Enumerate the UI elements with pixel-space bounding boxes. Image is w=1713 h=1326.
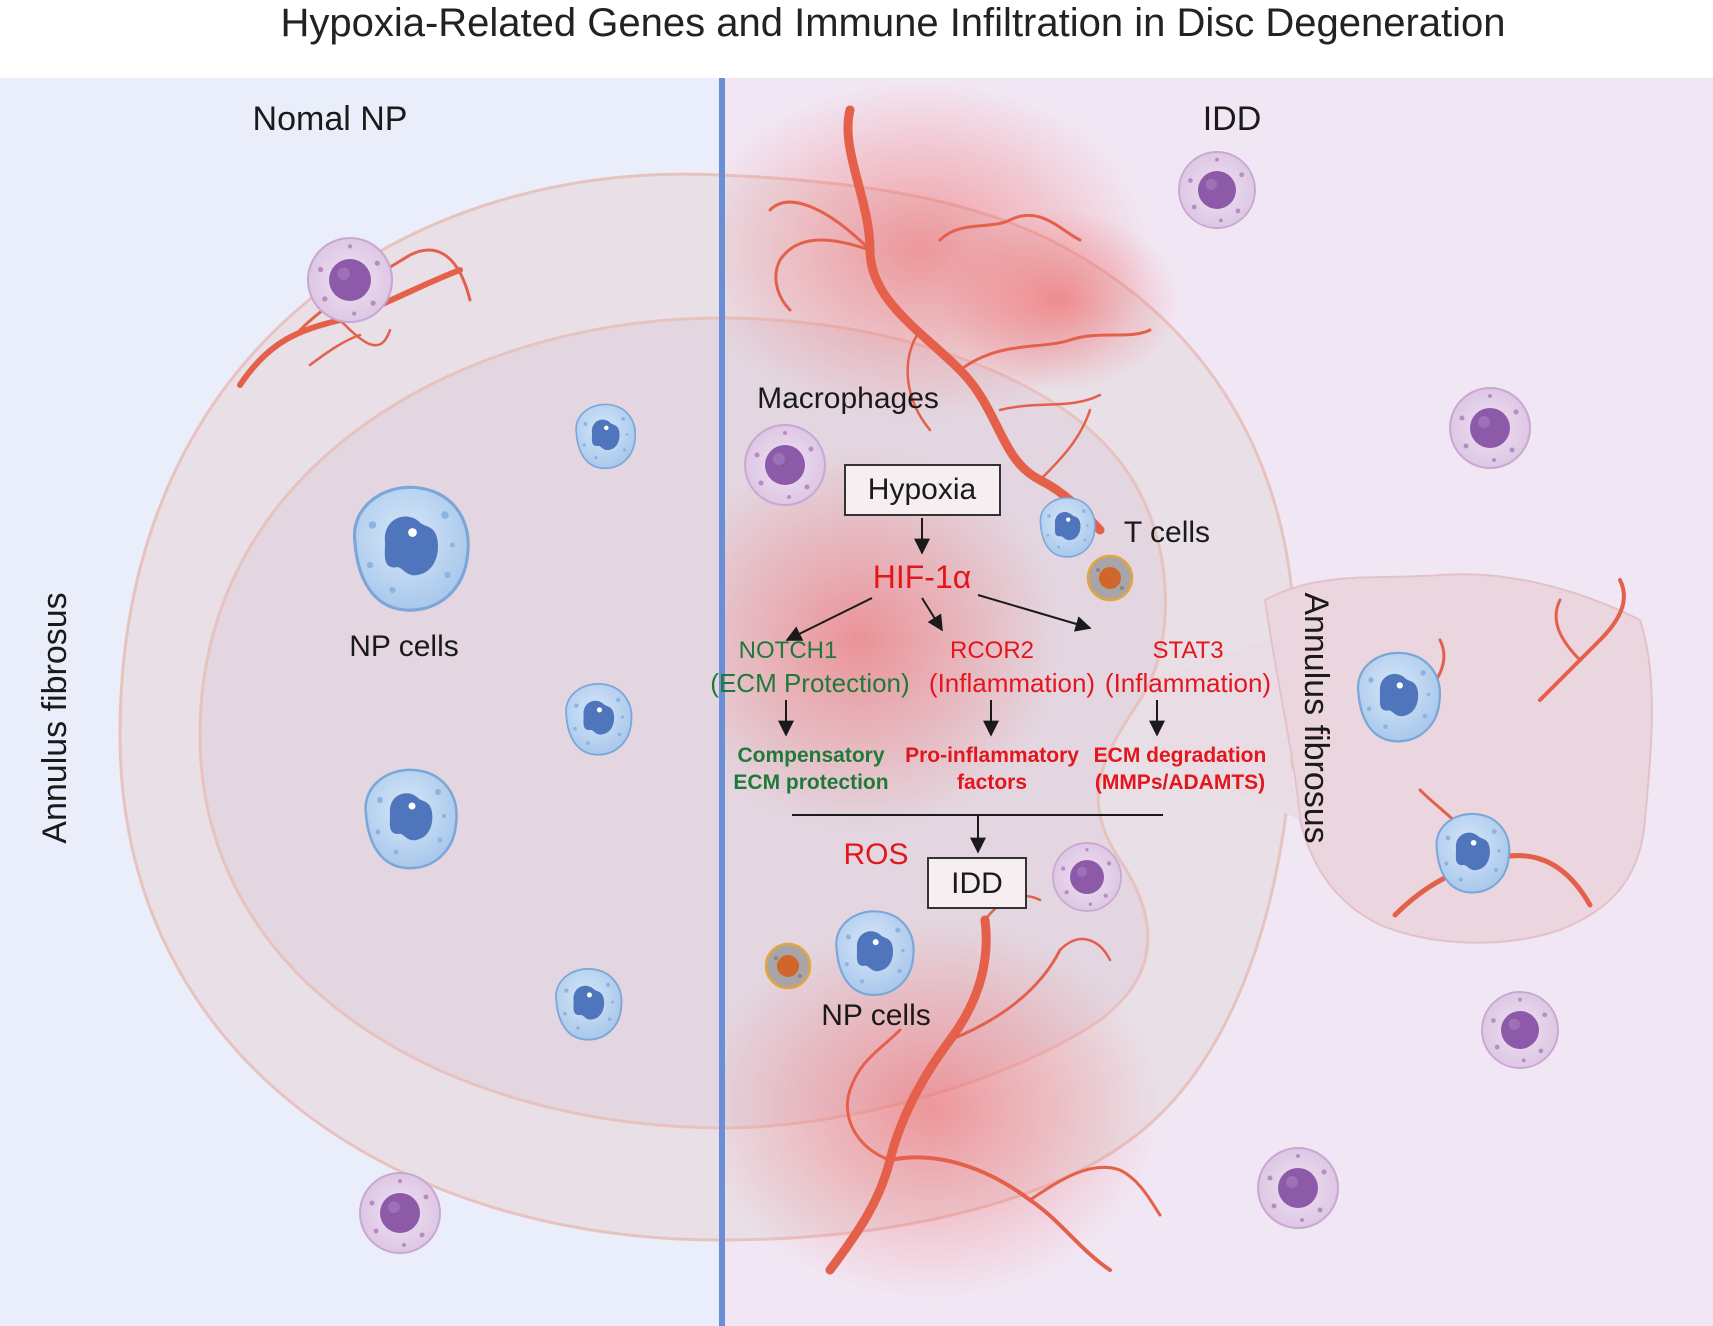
- idd-box: [927, 857, 1027, 909]
- inflammation-glow: [720, 80, 1180, 1300]
- stat3-text: STAT3: [1152, 637, 1223, 664]
- rcor2-text: RCOR2: [950, 637, 1034, 664]
- hypoxia-pathway: Hypoxia HIF-1α NOTCH1 (ECM Protection) R…: [710, 464, 1271, 909]
- notch1-role-text: (ECM Protection): [710, 668, 909, 698]
- left-panel-heading: Nomal NP: [253, 100, 408, 138]
- left-np-cells-label: NP cells: [349, 630, 458, 663]
- herniated-disc-region: [1263, 573, 1653, 944]
- hypoxia-box: [844, 464, 1001, 516]
- stat3-outcome-line2: (MMPs/ADAMTS): [1095, 771, 1265, 794]
- notch1-outcome-line2: ECM protection: [733, 771, 888, 794]
- rcor2-role-text: (Inflammation): [929, 668, 1095, 698]
- herniation-bridge: [1150, 640, 1300, 820]
- hif-to-stat3-arrow: [977, 594, 1092, 632]
- stat3-outcome-line1: ECM degradation: [1094, 744, 1267, 767]
- hif-to-rcor2-arrow: [921, 597, 943, 632]
- stat3-role-text: (Inflammation): [1105, 668, 1271, 698]
- hif-to-notch1-arrow: [785, 597, 873, 641]
- blood-vessel-icon: [237, 105, 1626, 1275]
- hif-1a-text: HIF-1α: [873, 559, 972, 595]
- notch1-outcome-line1: Compensatory: [737, 744, 884, 767]
- hypoxia-text: Hypoxia: [868, 473, 977, 506]
- t-cells-label: T cells: [1124, 516, 1210, 549]
- left-annulus-label: Annulus fibrosus: [36, 592, 74, 843]
- idd-outcome-text: IDD: [951, 867, 1003, 900]
- rcor2-outcome-line2: factors: [957, 771, 1027, 794]
- page-title: Hypoxia-Related Genes and Immune Infiltr…: [280, 1, 1505, 45]
- rcor2-outcome-line1: Pro-inflammatory: [905, 744, 1079, 767]
- macrophages-label: Macrophages: [757, 382, 939, 415]
- right-np-cells-label: NP cells: [821, 999, 930, 1032]
- right-panel-heading: IDD: [1203, 100, 1262, 138]
- notch1-text: NOTCH1: [739, 637, 838, 664]
- right-annulus-label: Annulus fibrosus: [1297, 592, 1335, 843]
- ros-text: ROS: [843, 838, 908, 871]
